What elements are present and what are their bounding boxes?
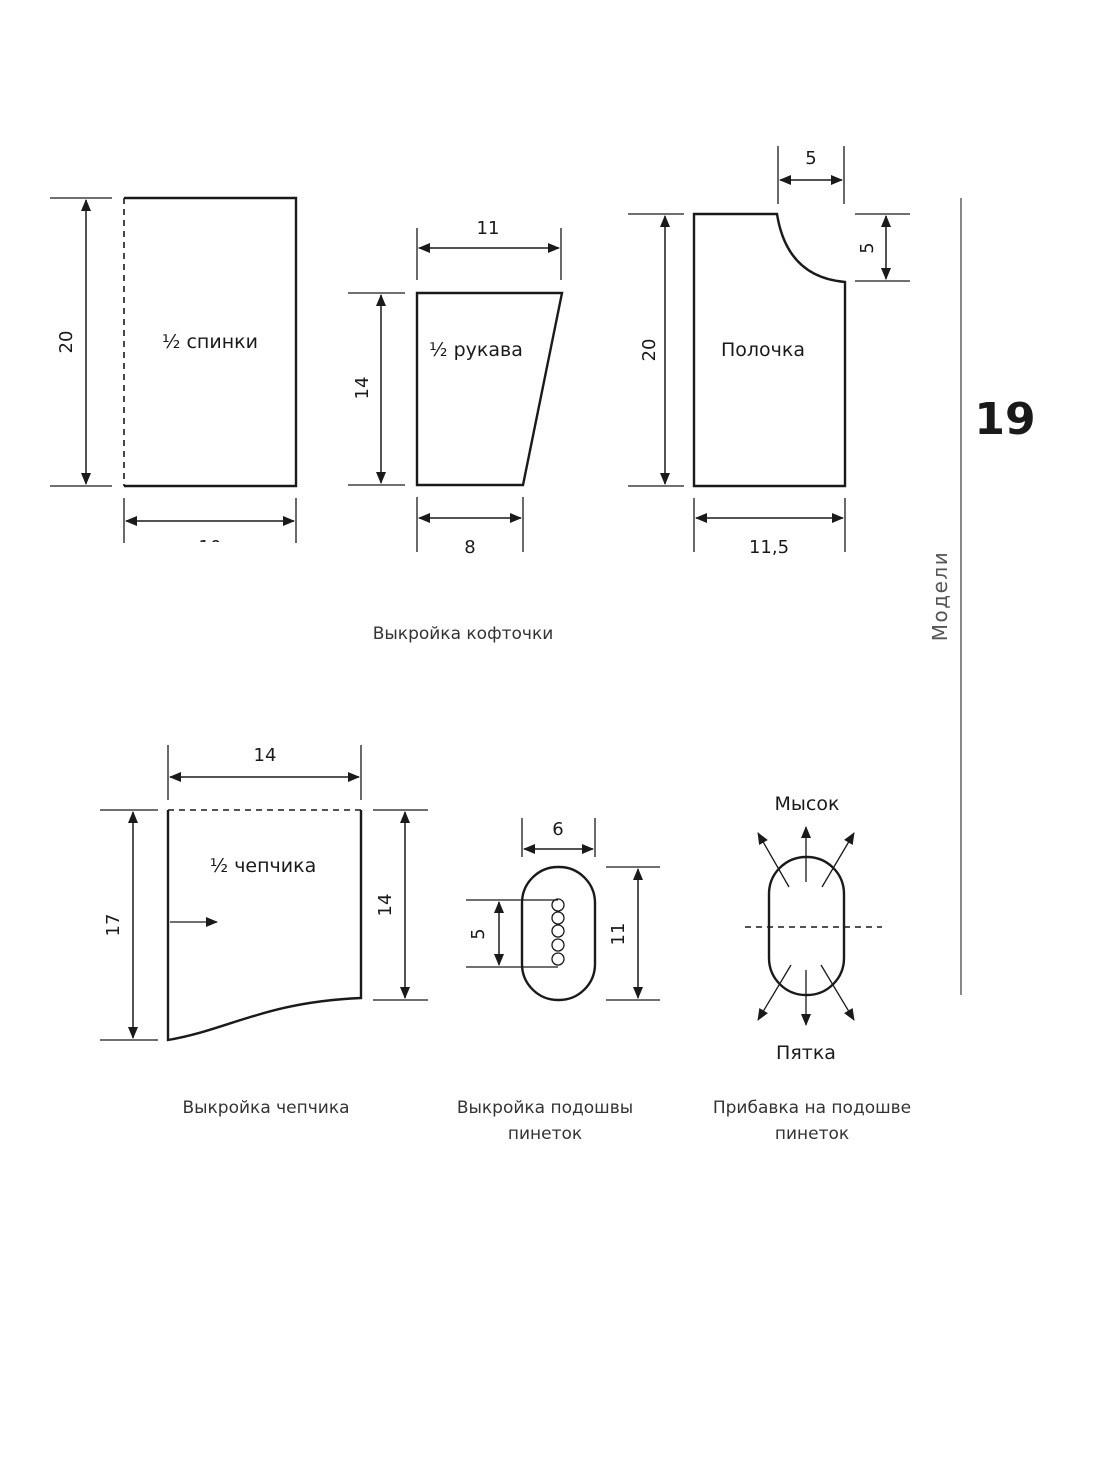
label-mask (180, 542, 250, 562)
back-piece: 20 ½ спинки (50, 196, 298, 543)
front-neck-width: 5 (805, 148, 816, 169)
sole-width: 6 (552, 819, 563, 840)
page-number: 19 (974, 394, 1035, 445)
bonnet-caption: Выкройка чепчика (182, 1098, 349, 1118)
sleeve-piece: 11 14 8 ½ рукава (348, 218, 564, 558)
increase-caption-line2: пинеток (775, 1124, 849, 1144)
sole-height: 11 (608, 923, 629, 946)
increase-caption-line1: Прибавка на подошве (713, 1098, 911, 1118)
bonnet-right-height: 14 (375, 894, 396, 917)
bonnet-label: ½ чепчика (210, 855, 317, 877)
increase-diagram: Мысок Пятка (745, 793, 882, 1064)
sleeve-label: ½ рукава (429, 339, 523, 361)
front-neck-depth: 5 (857, 242, 878, 253)
bonnet-piece: 14 17 14 ½ чепчика (100, 745, 428, 1042)
front-width: 11,5 (749, 537, 789, 558)
sole-caption-line1: Выкройка подошвы (457, 1098, 633, 1118)
front-piece: 5 5 20 11,5 Полочка (628, 146, 910, 558)
back-width: 10 (199, 537, 222, 558)
sleeve-height: 14 (352, 377, 373, 400)
heel-label: Пятка (776, 1042, 836, 1064)
sleeve-top-width: 11 (477, 218, 500, 239)
bonnet-top-width: 14 (254, 745, 277, 766)
sole-piece: 6 11 5 (466, 818, 660, 1002)
bonnet-left-height: 17 (103, 914, 124, 937)
toe-label: Мысок (775, 793, 840, 815)
sleeve-bottom-width: 8 (464, 537, 475, 558)
sole-caption-line2: пинеток (508, 1124, 582, 1144)
back-label: ½ спинки (162, 331, 258, 353)
sole-inner: 5 (468, 928, 489, 939)
chain-stitch-row (551, 898, 565, 966)
back-height: 20 (56, 331, 77, 354)
front-height: 20 (639, 339, 660, 362)
front-label: Полочка (721, 339, 805, 361)
section-label: Модели (928, 551, 952, 641)
blouse-caption: Выкройка кофточки (373, 624, 554, 644)
